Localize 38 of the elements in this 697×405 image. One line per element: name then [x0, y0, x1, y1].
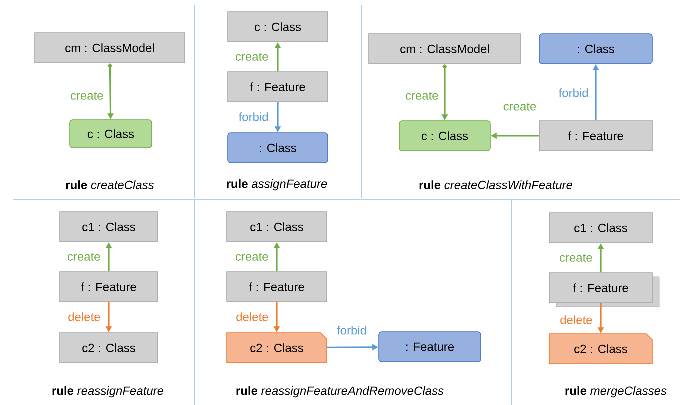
object-box: cm : ClassModel — [34, 32, 186, 64]
edge-label: create — [560, 254, 592, 262]
edge-label: create — [70, 92, 104, 100]
forbidden-object-box: : Class — [539, 34, 653, 64]
edge-label: forbid — [238, 112, 268, 122]
object-box: c1 : Class — [226, 212, 328, 242]
object-box: cm : ClassModel — [368, 34, 522, 64]
object-box: f : Feature — [60, 272, 158, 302]
deleted-object-box: c2 : Class — [549, 334, 653, 364]
rule-caption: rule reassignFeature — [52, 386, 164, 398]
forbidden-object-box: : Class — [228, 132, 328, 164]
deleted-object-box: c2 : Class — [226, 332, 328, 364]
object-box: c1 : Class — [60, 212, 158, 242]
edge-label: delete — [236, 312, 268, 322]
edge-label: create — [68, 253, 100, 261]
edge-label: create — [236, 53, 268, 61]
forbidden-object-box: : Feature — [378, 332, 482, 362]
object-box: f : Feature — [539, 120, 653, 152]
edge-label: create — [236, 253, 268, 261]
rule-caption: rule createClass — [66, 180, 154, 190]
created-object-box: c : Class — [399, 120, 491, 152]
object-box: c : Class — [228, 12, 328, 42]
rule-caption: rule createClassWithFeature — [420, 180, 573, 190]
object-box: c1 : Class — [549, 212, 653, 244]
object-box: f : Feature — [228, 72, 328, 102]
object-box: f : Feature — [226, 272, 328, 302]
edge-label: delete — [560, 316, 592, 324]
object-box: c2 : Class — [60, 332, 158, 364]
stacked-object-box: f : Feature — [549, 272, 660, 308]
rule-caption: rule reassignFeatureAndRemoveClass — [236, 386, 444, 398]
edge-label: create — [406, 92, 438, 100]
edge-label: forbid — [337, 326, 366, 335]
rule-caption: rule assignFeature — [227, 179, 328, 191]
edge-label: create — [504, 102, 536, 111]
created-object-box: c : Class — [70, 120, 152, 148]
edge-label: delete — [68, 312, 100, 322]
rule-caption: rule mergeClasses — [566, 386, 667, 398]
edge-label: forbid — [558, 88, 588, 98]
